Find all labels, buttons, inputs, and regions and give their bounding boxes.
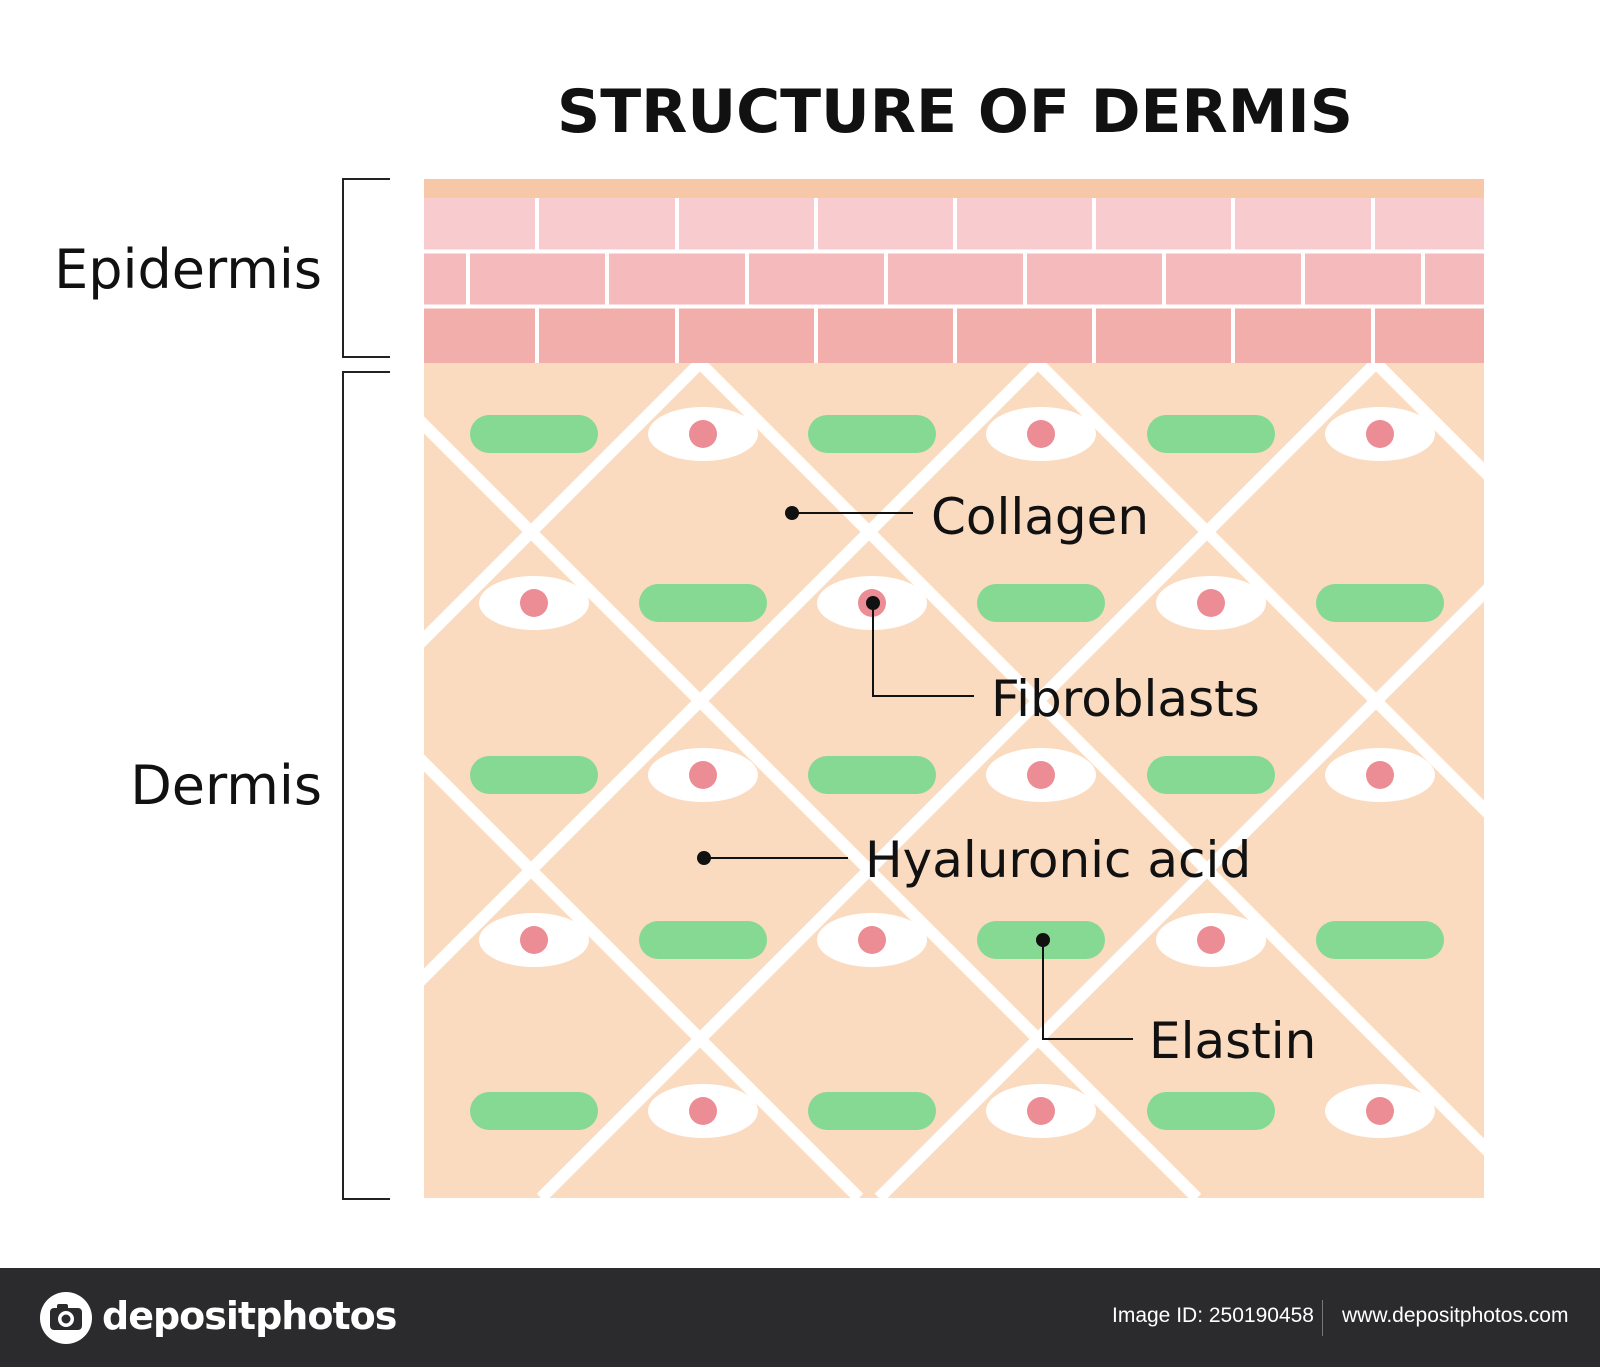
- fibroblast-cell: [479, 913, 589, 967]
- epidermis-layer: [424, 179, 1484, 363]
- epidermis-top-band: [424, 179, 1484, 198]
- elastin-fiber: [808, 415, 936, 453]
- fibroblast-nucleus: [1197, 589, 1225, 617]
- elastin-label: Elastin: [1149, 1012, 1316, 1070]
- fibroblast-nucleus: [520, 589, 548, 617]
- elastin-fiber: [1147, 415, 1275, 453]
- footer-bar: depositphotos Image ID: 250190458 www.de…: [0, 1268, 1600, 1367]
- elastin-fiber: [470, 1092, 598, 1130]
- fibroblast-cell: [986, 748, 1096, 802]
- elastin-fiber: [470, 415, 598, 453]
- camera-logo-icon: [40, 1292, 92, 1344]
- epidermis-bracket: [342, 178, 390, 358]
- collagen-fiber: [424, 754, 864, 1198]
- fibroblast-cell: [1325, 748, 1435, 802]
- elastin-fiber: [1316, 584, 1444, 622]
- fibroblast-cell: [1325, 1084, 1435, 1138]
- elastin-fiber: [977, 584, 1105, 622]
- fibroblast-cell: [648, 1084, 758, 1138]
- fibroblast-cell: [1156, 576, 1266, 630]
- fibroblast-nucleus: [689, 761, 717, 789]
- fibroblast-nucleus: [689, 420, 717, 448]
- epidermis-brick-lines: [424, 198, 1484, 363]
- diagram-title: STRUCTURE OF DERMIS: [557, 77, 1353, 147]
- collagen-fiber: [424, 363, 705, 648]
- fibroblast-cell: [1325, 407, 1435, 461]
- footer-divider: [1322, 1300, 1323, 1336]
- collagen-fiber: [695, 363, 1484, 1156]
- fibroblast-nucleus: [858, 926, 886, 954]
- fibroblasts-leader-line: [872, 603, 974, 697]
- collagen-fiber: [1033, 363, 1484, 818]
- collagen-label: Collagen: [931, 488, 1149, 546]
- elastin-fiber: [1147, 1092, 1275, 1130]
- collagen-fiber: [424, 416, 1202, 1198]
- fibroblast-cell: [817, 913, 927, 967]
- elastin-fiber: [1316, 921, 1444, 959]
- brand-name: depositphotos: [102, 1294, 397, 1338]
- fibroblast-nucleus: [1366, 420, 1394, 448]
- hyaluronic-acid-label: Hyaluronic acid: [865, 831, 1251, 889]
- fibroblast-cell: [1156, 913, 1266, 967]
- hyaluronic-acid-callout: Hyaluronic acid: [697, 831, 1251, 889]
- collagen-fiber: [874, 584, 1484, 1198]
- fibroblast-cell: [986, 1084, 1096, 1138]
- collagen-callout: Collagen: [785, 488, 1149, 546]
- fibroblast-nucleus: [1027, 420, 1055, 448]
- elastin-fiber: [1147, 756, 1275, 794]
- fibroblast-cell: [648, 748, 758, 802]
- elastin-leader-line: [1042, 940, 1133, 1040]
- fibroblasts-label: Fibroblasts: [991, 670, 1260, 728]
- elastin-fiber: [808, 1092, 936, 1130]
- fibroblasts-callout: Fibroblasts: [866, 596, 1260, 728]
- site-url-link[interactable]: www.depositphotos.com: [1342, 1304, 1569, 1327]
- fibroblast-nucleus: [1366, 1097, 1394, 1125]
- fibroblast-cell: [648, 407, 758, 461]
- epidermis-label: Epidermis: [54, 238, 322, 301]
- dermis-cells: [470, 407, 1444, 1138]
- image-id-text: Image ID: 250190458: [1112, 1304, 1314, 1327]
- fibroblast-nucleus: [520, 926, 548, 954]
- collagen-fiber: [536, 363, 1381, 1198]
- fibroblast-nucleus: [1027, 1097, 1055, 1125]
- dermis-bracket: [342, 371, 390, 1200]
- elastin-fiber: [470, 756, 598, 794]
- elastin-fiber: [639, 584, 767, 622]
- collagen-fiber: [424, 363, 1043, 986]
- dermis-diagram: STRUCTURE OF DERMIS Epidermis Dermis Col…: [0, 77, 1484, 1200]
- elastin-fiber: [639, 921, 767, 959]
- dermis-layer: [0, 363, 1484, 1198]
- fibroblast-nucleus: [689, 1097, 717, 1125]
- fibroblast-nucleus: [1197, 926, 1225, 954]
- elastin-callout: Elastin: [1036, 933, 1316, 1070]
- epidermis-row-2: [424, 253, 1484, 305]
- dermis-label: Dermis: [130, 754, 322, 817]
- collagen-fiber-lattice: [0, 363, 1484, 1198]
- fibroblast-nucleus: [1366, 761, 1394, 789]
- fibroblast-cell: [479, 576, 589, 630]
- fibroblast-cell: [986, 407, 1096, 461]
- elastin-fiber: [808, 756, 936, 794]
- fibroblast-nucleus: [1027, 761, 1055, 789]
- collagen-fiber: [0, 363, 24, 1198]
